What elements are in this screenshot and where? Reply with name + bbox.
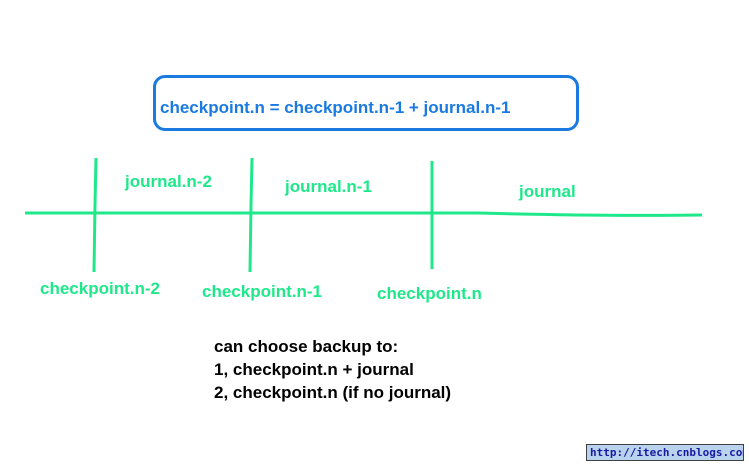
formula-text: checkpoint.n = checkpoint.n-1 + journal.… bbox=[160, 98, 511, 117]
notes-heading: can choose backup to: bbox=[214, 337, 399, 356]
notes-option-1: 1, checkpoint.n + journal bbox=[214, 360, 414, 379]
watermark-url: http://itech.cnblogs.com/ bbox=[586, 444, 744, 461]
formula-box bbox=[153, 75, 579, 131]
checkpoint-label-n: checkpoint.n bbox=[377, 284, 482, 303]
timeline-axis bbox=[25, 211, 703, 217]
journal-label-n-1: journal.n-1 bbox=[285, 177, 372, 196]
journal-label-current: journal bbox=[519, 182, 576, 201]
journal-label-n-2: journal.n-2 bbox=[125, 172, 212, 191]
checkpoint-label-n-2: checkpoint.n-2 bbox=[40, 279, 160, 298]
checkpoint-marker-n-1 bbox=[248, 157, 254, 273]
checkpoint-label-n-1: checkpoint.n-1 bbox=[202, 282, 322, 301]
backup-notes: can choose backup to: 1, checkpoint.n + … bbox=[214, 335, 451, 404]
checkpoint-marker-n-2 bbox=[92, 157, 98, 273]
notes-option-2: 2, checkpoint.n (if no journal) bbox=[214, 383, 452, 402]
